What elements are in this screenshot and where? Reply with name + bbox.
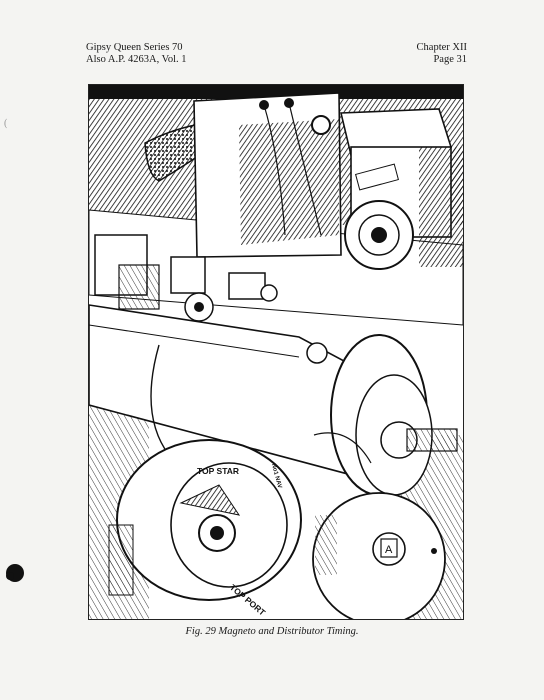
label-top-star: TOP STAR <box>197 466 239 476</box>
header-publication-ref: Also A.P. 4263A, Vol. 1 <box>86 54 187 65</box>
ink-blot <box>6 564 24 582</box>
magneto-unit <box>339 108 463 270</box>
engine-crankcase <box>89 304 458 496</box>
header-series-title: Gipsy Queen Series 70 <box>86 42 183 53</box>
technical-illustration: TOP STAR TOP PORT No1 NAV A <box>88 84 464 620</box>
coupling-drum: TOP STAR TOP PORT No1 NAV <box>108 439 302 618</box>
header-page-number: Page 31 <box>433 54 467 65</box>
pointer-arrow <box>150 344 170 456</box>
distributor-assembly <box>94 234 278 322</box>
header-chapter: Chapter XII <box>416 42 467 53</box>
inset-detail: A <box>312 492 446 619</box>
figure-caption: Fig. 29 Magneto and Distributor Timing. <box>185 626 359 637</box>
running-header-right: Chapter XII Page 31 <box>417 42 467 66</box>
inset-letter: A <box>385 544 393 556</box>
timing-box <box>193 92 342 258</box>
running-header-left: Gipsy Queen Series 70 Also A.P. 4263A, V… <box>86 42 187 66</box>
engine-drawing: TOP STAR TOP PORT No1 NAV A <box>89 85 463 619</box>
margin-mark: ( <box>4 118 8 129</box>
